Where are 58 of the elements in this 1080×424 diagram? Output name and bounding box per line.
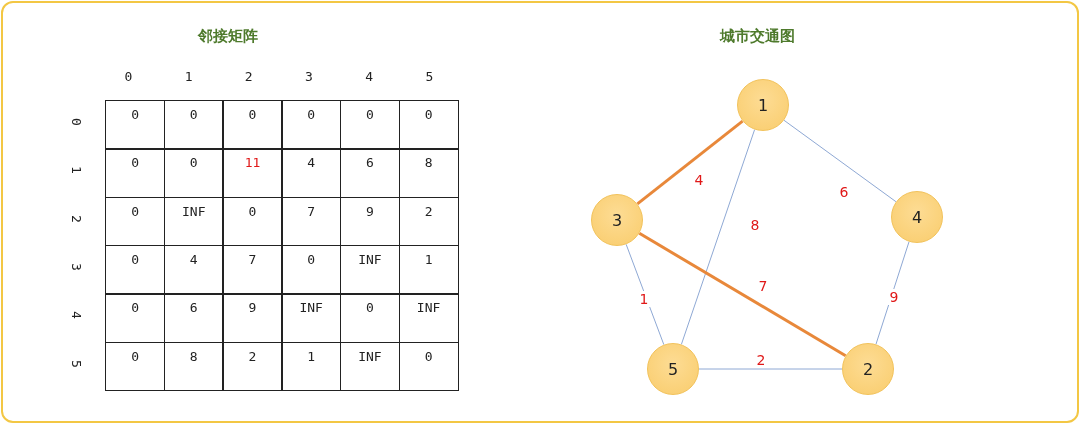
city-circle: 3 [591, 194, 643, 246]
column-number: 1 [184, 68, 193, 84]
column-number: 3 [305, 68, 313, 84]
table-cell: 0 [163, 100, 224, 150]
heading: 邻接矩阵 [198, 26, 258, 46]
table-cell: 6 [163, 293, 224, 343]
city-circle: 2 [842, 343, 894, 395]
heading: 城市交通图 [719, 26, 795, 46]
row-number: 4 [68, 311, 84, 320]
column-number: 5 [425, 68, 434, 84]
table-cell: 1 [281, 341, 342, 392]
table-cell: 0 [105, 341, 166, 392]
edge-label: 7 [756, 278, 770, 294]
row-number: 1 [68, 166, 84, 175]
table-cell: 0 [222, 196, 283, 247]
table-cell: 11 [222, 148, 283, 199]
road-line [625, 243, 665, 346]
table-cell: 4 [281, 148, 342, 199]
table-cell: 0 [222, 100, 283, 150]
table-cell: 0 [281, 244, 342, 295]
road-line [783, 119, 897, 203]
table-cell: 0 [398, 341, 459, 392]
edge-label: 9 [887, 289, 901, 305]
road-line [638, 231, 847, 358]
table-cell: 0 [105, 100, 166, 150]
table-cell: 0 [163, 148, 224, 199]
table-cell: 0 [105, 148, 166, 199]
table-cell: 0 [105, 293, 166, 343]
table-cell: 0 [398, 100, 459, 150]
city-circle: 1 [737, 79, 789, 131]
table-cell: 9 [222, 293, 283, 343]
table-cell: 0 [339, 100, 400, 150]
road-line [875, 241, 910, 345]
table-cell: 0 [105, 244, 166, 295]
table-cell: INF [281, 293, 342, 343]
edge-label: 4 [692, 172, 706, 188]
column-number: 4 [365, 68, 374, 84]
row-number: 3 [68, 263, 84, 271]
road-line [680, 129, 756, 345]
edge-label: 8 [748, 217, 762, 233]
table-cell: INF [398, 293, 459, 343]
table-cell: 7 [222, 244, 283, 295]
row-number: 5 [68, 359, 84, 368]
table-cell: 8 [163, 341, 224, 392]
table-cell: 4 [163, 244, 224, 295]
column-number: 2 [244, 68, 253, 84]
row-number: 0 [68, 118, 84, 126]
city-circle: 4 [891, 191, 943, 243]
road-line [636, 119, 744, 206]
city-circle: 5 [647, 343, 699, 395]
table-cell: 8 [398, 148, 459, 199]
table-cell: 0 [281, 100, 342, 150]
column-number: 0 [124, 68, 133, 84]
row-number: 2 [68, 214, 84, 223]
table-cell: 2 [222, 341, 283, 392]
edge-label: 6 [837, 184, 851, 200]
table-cell: 1 [398, 244, 459, 295]
road-line [698, 368, 843, 370]
